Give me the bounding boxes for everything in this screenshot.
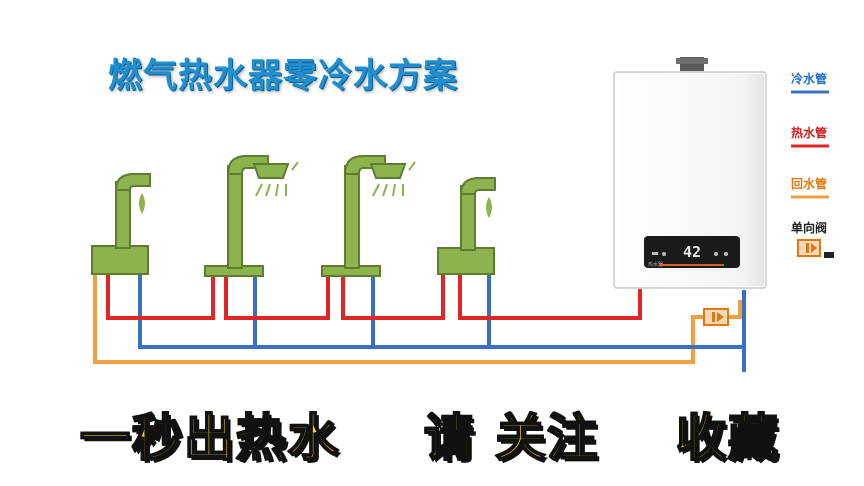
- legend-valve-label: 单向阀: [791, 221, 828, 235]
- faucet-2: [437, 177, 496, 275]
- gas-water-heater: 热水器: [613, 57, 767, 289]
- shower-spray-1: [255, 161, 299, 197]
- legend-return-label: 回水管: [791, 177, 828, 191]
- heater-led-bar: [660, 264, 724, 266]
- shower-spray-2: [372, 161, 416, 197]
- slogan-favorite: 收藏: [675, 408, 780, 468]
- check-valve: [703, 308, 729, 326]
- slogan-follow: 请 关注: [423, 408, 600, 468]
- hot-water-pipe: [106, 272, 642, 320]
- legend-cold-label: 冷水管: [791, 72, 828, 86]
- shower-head-1: [204, 155, 290, 277]
- return-pipe: [93, 272, 742, 364]
- faucet-1: [91, 173, 151, 275]
- svg-text:热水器: 热水器: [648, 261, 663, 268]
- cold-water-pipe: [138, 272, 746, 372]
- legend-hot-label: 热水管: [791, 126, 828, 140]
- heater-display-icons: [652, 252, 728, 256]
- shower-head-2: [321, 155, 407, 277]
- slogan-hot-water: 一秒出热水: [79, 408, 340, 468]
- heater-display: 42: [683, 243, 701, 261]
- diagram-title: 燃气热水器零冷水方案: [108, 56, 458, 96]
- legend-swatches: [791, 90, 834, 258]
